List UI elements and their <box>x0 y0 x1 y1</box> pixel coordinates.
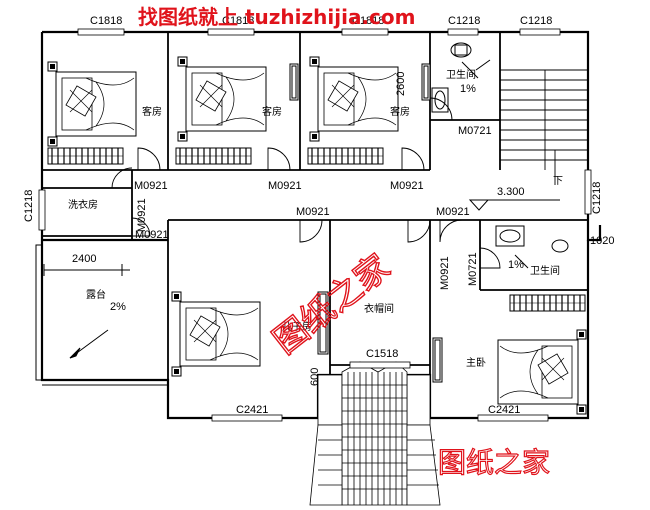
window-label: C1218 <box>591 182 603 214</box>
window-label: C2421 <box>488 404 520 416</box>
room-label-guest1: 客房 <box>142 105 162 118</box>
dimension-label: 1020 <box>590 235 614 247</box>
window-marks <box>38 28 592 422</box>
dimension-label: 2600 <box>395 72 407 96</box>
terrace-outline <box>35 244 168 386</box>
window-label: C1218 <box>23 190 35 222</box>
room-label-closet: 衣帽间 <box>364 302 394 315</box>
bathroom-fixtures <box>431 42 569 269</box>
bed-guest3 <box>309 56 399 142</box>
slope-label: 1% <box>460 83 476 95</box>
wardrobe-2 <box>175 147 252 165</box>
door-label: M0921 <box>436 206 470 218</box>
window-label: C1518 <box>366 348 398 360</box>
room-label-master: 主卧 <box>466 356 486 369</box>
tall-cabinets <box>289 63 443 383</box>
floor-level: 3.300 <box>497 186 525 198</box>
roof-tiles <box>309 361 441 506</box>
room-label-kids: 儿子房 <box>282 320 312 333</box>
room-label-laundry: 洗衣房 <box>68 198 98 211</box>
door-label: M0921 <box>134 180 168 192</box>
door-swings <box>111 97 501 269</box>
slope-label: 1% <box>508 259 524 271</box>
door-label: M0921 <box>439 256 451 290</box>
window-label: C1218 <box>448 15 480 27</box>
wardrobe-1 <box>47 147 124 165</box>
stair-down-label: 下 <box>553 176 563 187</box>
wardrobe-master <box>509 294 586 312</box>
room-label-terrace: 露台 <box>86 288 106 301</box>
window-label: C1218 <box>520 15 552 27</box>
door-label: M0921 <box>268 180 302 192</box>
room-label-guest3: 客房 <box>390 105 410 118</box>
window-label: C1818 <box>352 15 384 27</box>
bed-kids <box>171 291 261 377</box>
door-label: M0721 <box>467 252 479 286</box>
bed-guest2 <box>177 56 267 142</box>
window-label: C2421 <box>236 404 268 416</box>
dimension-label: 2400 <box>72 253 96 265</box>
slope-label: 2% <box>110 301 126 313</box>
wardrobe-3 <box>307 147 384 165</box>
stairwell <box>468 69 588 211</box>
window-label: C1818 <box>222 15 254 27</box>
door-label: M0721 <box>458 125 492 137</box>
dimension-label: 600 <box>309 368 321 386</box>
watermark-bottom: 图纸之家 <box>438 446 550 479</box>
door-label: M0921 <box>135 229 169 241</box>
door-label: M0921 <box>390 180 424 192</box>
door-label: M0921 <box>136 198 148 232</box>
watermark-top: 找图纸就上 tuzhizhijia.com <box>138 5 415 29</box>
room-label-guest2: 客房 <box>262 105 282 118</box>
bed-master <box>497 329 587 415</box>
room-label-bath1: 卫生间 <box>446 68 476 81</box>
window-label: C1818 <box>90 15 122 27</box>
bed-guest1 <box>47 61 137 147</box>
inner-walls <box>42 32 588 418</box>
room-label-bath2: 卫生间 <box>530 264 560 277</box>
door-label: M0921 <box>296 206 330 218</box>
